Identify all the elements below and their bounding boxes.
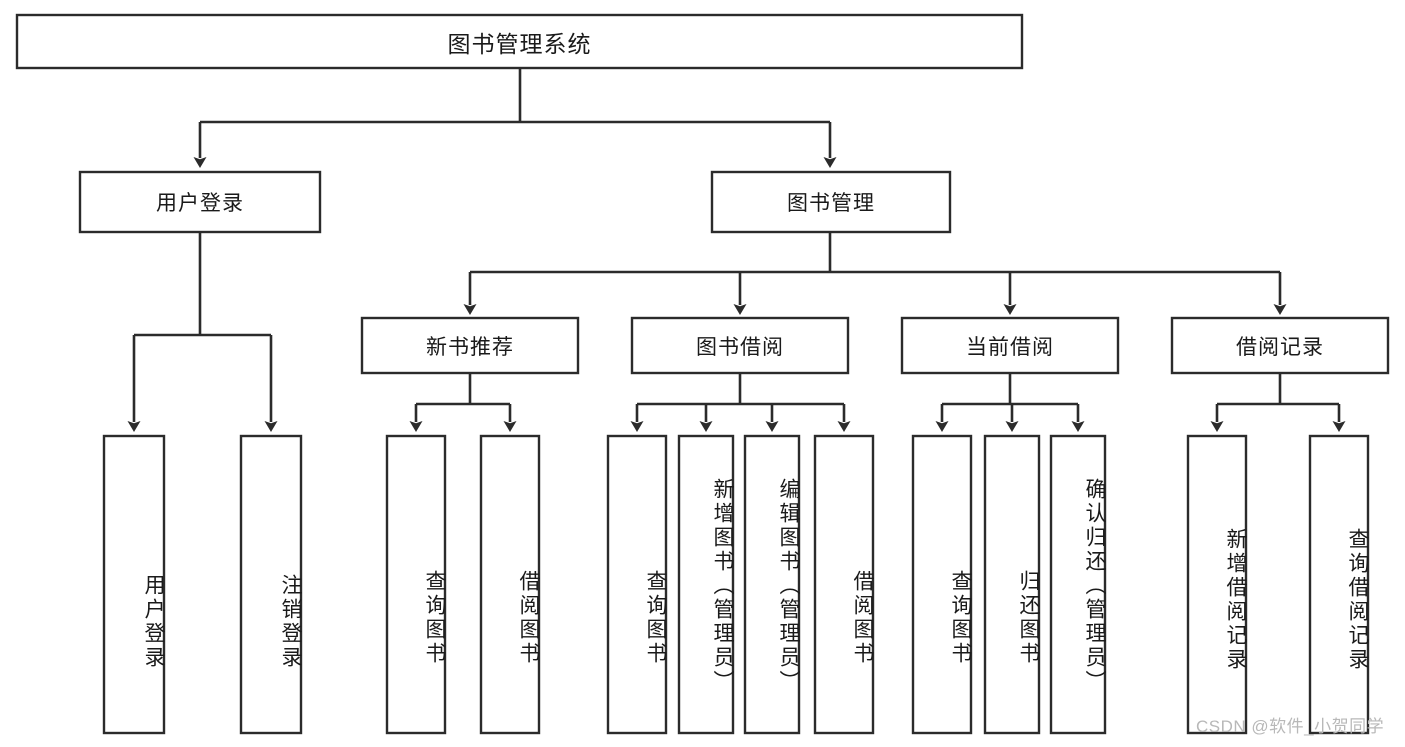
node-label-book-manage: 图书管理 xyxy=(787,192,875,215)
node-label-leaf-query-book-1: 查询图书 xyxy=(423,570,446,666)
node-box-book-borrow[interactable] xyxy=(630,316,850,375)
node-box-root[interactable] xyxy=(15,13,1024,70)
node-label-leaf-borrow-book-2: 借阅图书 xyxy=(851,570,874,666)
connector-bookmanage-to-level3 xyxy=(463,232,1287,315)
node-label-leaf-edit-book: 编辑图书（管理员） xyxy=(777,477,800,694)
connector-bookborrow-to-leaves xyxy=(630,373,851,432)
node-box-leaf-user-login[interactable] xyxy=(102,434,166,735)
connector-newbook-to-leaves xyxy=(409,373,517,432)
node-label-book-borrow: 图书借阅 xyxy=(696,335,784,359)
node-label-borrow-record: 借阅记录 xyxy=(1236,335,1324,359)
node-box-current-borrow[interactable] xyxy=(900,316,1120,375)
node-box-leaf-query-book-1[interactable] xyxy=(385,434,447,735)
node-label-root: 图书管理系统 xyxy=(447,30,592,57)
node-box-leaf-return-book[interactable] xyxy=(983,434,1041,735)
node-box-leaf-borrow-book-1[interactable] xyxy=(479,434,541,735)
node-box-leaf-edit-book[interactable] xyxy=(743,434,801,735)
node-label-user-login: 用户登录 xyxy=(156,192,244,215)
connector-borrowrecord-to-leaves xyxy=(1210,373,1346,432)
node-box-leaf-query-record[interactable] xyxy=(1308,434,1370,735)
node-label-leaf-add-book: 新增图书（管理员） xyxy=(711,477,734,694)
node-box-leaf-query-book-3[interactable] xyxy=(911,434,973,735)
node-box-leaf-add-book[interactable] xyxy=(677,434,735,735)
connector-root-to-level2 xyxy=(193,68,837,168)
node-label-new-book-rec: 新书推荐 xyxy=(426,335,514,359)
node-label-leaf-query-book-3: 查询图书 xyxy=(949,570,972,666)
node-box-new-book-rec[interactable] xyxy=(360,316,580,375)
node-box-user-login[interactable] xyxy=(78,170,322,234)
node-label-leaf-user-login: 用户登录 xyxy=(142,574,165,670)
node-label-leaf-borrow-book-1: 借阅图书 xyxy=(517,570,540,666)
node-label-leaf-add-record: 新增借阅记录 xyxy=(1224,528,1247,672)
csdn-watermark: CSDN @软件_小贺同学 xyxy=(1196,717,1385,736)
connector-userlogin-to-leaves xyxy=(127,232,278,432)
node-box-borrow-record[interactable] xyxy=(1170,316,1390,375)
node-label-leaf-return-book: 归还图书 xyxy=(1017,570,1040,666)
node-box-leaf-query-book-2[interactable] xyxy=(606,434,668,735)
node-label-leaf-query-record: 查询借阅记录 xyxy=(1346,528,1369,672)
node-box-book-manage[interactable] xyxy=(710,170,952,234)
node-box-leaf-add-record[interactable] xyxy=(1186,434,1248,735)
node-box-leaf-borrow-book-2[interactable] xyxy=(813,434,875,735)
node-label-current-borrow: 当前借阅 xyxy=(966,335,1054,359)
node-label-leaf-user-logout: 注销登录 xyxy=(279,574,302,670)
node-box-leaf-confirm-return[interactable] xyxy=(1049,434,1107,735)
node-box-leaf-user-logout[interactable] xyxy=(239,434,303,735)
node-label-leaf-confirm-return: 确认归还（管理员） xyxy=(1083,477,1106,694)
node-label-leaf-query-book-2: 查询图书 xyxy=(644,570,667,666)
connector-currentborrow-to-leaves xyxy=(935,373,1085,432)
